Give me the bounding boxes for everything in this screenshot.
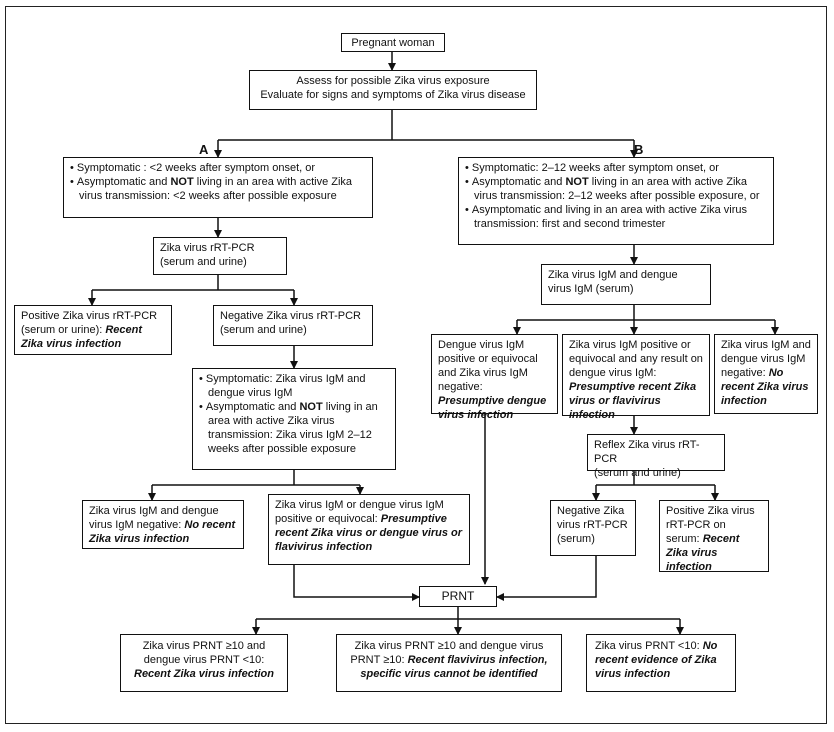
diagram-frame xyxy=(5,6,827,724)
prnt-none-box: Zika virus PRNT <10: No recent evidence … xyxy=(586,634,736,692)
dengue-positive-box: Dengue virus IgM positive or equivocal a… xyxy=(431,334,558,421)
pregnant-woman-box: Pregnant woman xyxy=(341,33,445,52)
reflex-rtpcr-box: Reflex Zika virus rRT-PCR (serum and uri… xyxy=(587,434,725,479)
positive-reflex-box: Positive Zika virus rRT-PCR on serum: Re… xyxy=(659,500,769,573)
arrow-igm-pos-a-prnt xyxy=(293,565,420,601)
igm-test-b-box: Zika virus IgM and dengue virus IgM (ser… xyxy=(541,264,711,305)
rtpcr-box: Zika virus rRT-PCR (serum and urine) xyxy=(153,237,287,275)
igm-negative-a-box: Zika virus IgM and dengue virus IgM nega… xyxy=(82,500,244,549)
negative-rtpcr-box: Negative Zika virus rRT-PCR (serum and u… xyxy=(213,305,373,346)
assess-box: Assess for possible Zika virus exposure … xyxy=(249,70,537,110)
prnt-box: PRNT xyxy=(419,586,497,607)
a-criteria-box: Symptomatic : <2 weeks after symptom ons… xyxy=(63,157,373,218)
branch-label-a: A xyxy=(199,142,209,157)
prnt-flavivirus-box: Zika virus PRNT ≥10 and dengue virus PRN… xyxy=(336,634,562,692)
prnt-zika-box: Zika virus PRNT ≥10 and dengue virus PRN… xyxy=(120,634,288,692)
igm-positive-a-box: Zika virus IgM or dengue virus IgM posit… xyxy=(268,494,470,565)
arrow-neg-reflex-prnt xyxy=(496,556,597,601)
negative-reflex-box: Negative Zika virus rRT-PCR (serum) xyxy=(550,500,636,556)
positive-rtpcr-box: Positive Zika virus rRT-PCR (serum or ur… xyxy=(14,305,172,355)
b-criteria-box: Symptomatic: 2–12 weeks after symptom on… xyxy=(458,157,774,245)
zika-igm-positive-box: Zika virus IgM positive or equivocal and… xyxy=(562,334,710,421)
branch-label-b: B xyxy=(634,142,644,157)
igm-negative-b-box: Zika virus IgM and dengue virus IgM nega… xyxy=(714,334,818,414)
igm-criteria-box: Symptomatic: Zika virus IgM and dengue v… xyxy=(192,368,396,470)
